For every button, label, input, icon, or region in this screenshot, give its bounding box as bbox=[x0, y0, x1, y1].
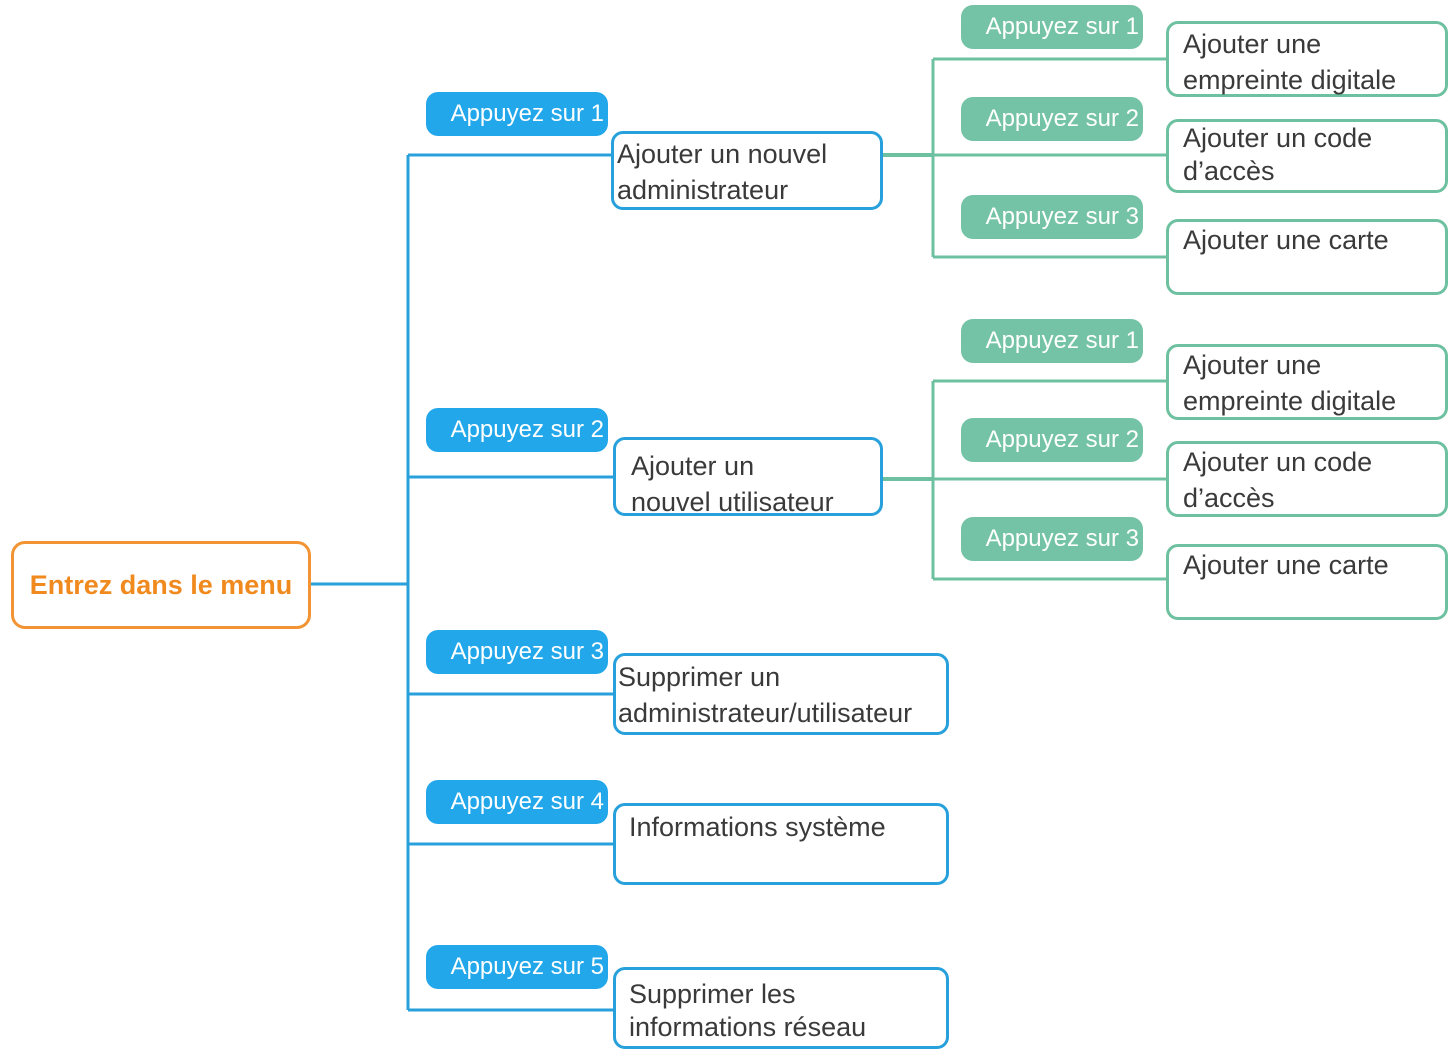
key-pill-4: Appuyez sur 4 bbox=[426, 780, 608, 824]
key-pill-3: Appuyez sur 3 bbox=[426, 630, 608, 674]
suboption-admin-card: Ajouter une carte bbox=[1166, 219, 1448, 295]
suboption-user-fingerprint-label: Ajouter une empreinte digitale bbox=[1183, 350, 1397, 416]
option-add-admin-label: Ajouter un nouvel administrateur bbox=[617, 139, 828, 205]
subkey-pill-2-3: Appuyez sur 3 bbox=[961, 517, 1143, 561]
suboption-user-card-label: Ajouter une carte bbox=[1183, 550, 1389, 580]
key-pill-1: Appuyez sur 1 bbox=[426, 92, 608, 136]
option-delete-user: Supprimer un administrateur/utilisateur bbox=[613, 653, 949, 735]
subkey-pill-1-2: Appuyez sur 2 bbox=[961, 97, 1143, 141]
key-pill-5: Appuyez sur 5 bbox=[426, 945, 608, 989]
suboption-user-card: Ajouter une carte bbox=[1166, 544, 1448, 620]
root-label: Entrez dans le menu bbox=[29, 570, 293, 600]
option-add-user: Ajouter un nouvel utilisateur bbox=[613, 437, 883, 517]
option-system-info-label: Informations système bbox=[629, 812, 886, 842]
suboption-user-fingerprint: Ajouter une empreinte digitale bbox=[1166, 344, 1448, 420]
subkey-pill-1-1: Appuyez sur 1 bbox=[961, 5, 1143, 49]
suboption-admin-fingerprint: Ajouter une empreinte digitale bbox=[1166, 21, 1448, 97]
option-add-admin: Ajouter un nouvel administrateur bbox=[611, 131, 883, 210]
root-node: Entrez dans le menu bbox=[11, 541, 311, 629]
key-pill-2: Appuyez sur 2 bbox=[426, 408, 608, 452]
subkey-pill-2-1: Appuyez sur 1 bbox=[961, 319, 1143, 363]
option-add-user-label: Ajouter un nouvel utilisateur bbox=[631, 451, 834, 517]
option-delete-network: Supprimer les informations réseau bbox=[613, 967, 949, 1049]
suboption-admin-code: Ajouter un code d’accès bbox=[1166, 119, 1448, 193]
option-delete-user-label: Supprimer un administrateur/utilisateur bbox=[618, 662, 913, 728]
option-system-info: Informations système bbox=[613, 803, 949, 885]
suboption-admin-card-label: Ajouter une carte bbox=[1183, 225, 1389, 255]
option-delete-network-label: Supprimer les informations réseau bbox=[629, 979, 867, 1042]
suboption-user-code-label: Ajouter un code d’accès bbox=[1183, 447, 1373, 513]
suboption-admin-fingerprint-label: Ajouter une empreinte digitale bbox=[1183, 29, 1397, 95]
subkey-pill-1-3: Appuyez sur 3 bbox=[961, 195, 1143, 239]
suboption-user-code: Ajouter un code d’accès bbox=[1166, 441, 1448, 517]
suboption-admin-code-label: Ajouter un code d’accès bbox=[1183, 123, 1373, 186]
subkey-pill-2-2: Appuyez sur 2 bbox=[961, 418, 1143, 462]
